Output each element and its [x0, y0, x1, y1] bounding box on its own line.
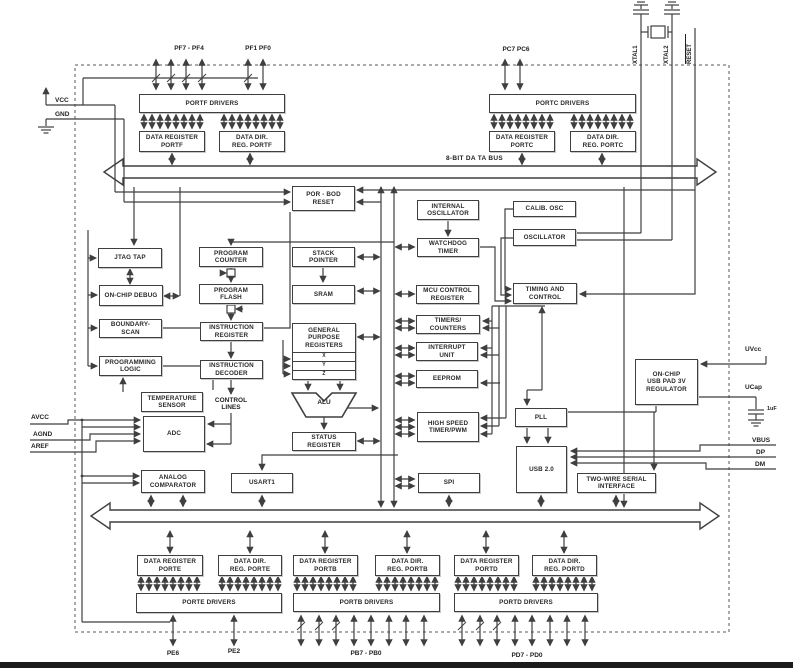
por-bod-reset-block: POR - BOD RESET: [292, 186, 355, 211]
pll-block: PLL: [515, 408, 567, 427]
pin-label-gnd: GND: [55, 111, 70, 118]
data-bus-bottom: [89, 501, 721, 531]
program-counter-block: PROGRAM COUNTER: [199, 247, 263, 267]
data-bus-top: [102, 157, 718, 187]
pin-label-dp: DP: [756, 449, 766, 456]
data-register-porte-block: DATA REGISTER PORTE: [137, 555, 203, 576]
core-wiring: [151, 238, 398, 507]
eeprom-block: EEPROM: [416, 370, 478, 388]
pin-label-pf1-pf0: PF1 PF0: [245, 45, 271, 52]
data-register-portc-block: DATA REGISTER PORTC: [489, 131, 555, 152]
usb-wiring: [569, 356, 776, 470]
interrupt-unit-block: INTERRUPT UNIT: [416, 342, 478, 361]
porte-drivers-block: PORTE DRIVERS: [136, 593, 282, 613]
program-flash-block: PROGRAM FLASH: [199, 284, 263, 304]
alu-label: ALU: [317, 399, 331, 406]
data-dir-portf-block: DATA DIR. REG. PORTF: [219, 131, 285, 152]
timers-counters-block: TIMERS/ COUNTERS: [416, 315, 480, 334]
spi-block: SPI: [418, 473, 480, 493]
portc-drivers-block: PORTC DRIVERS: [489, 94, 636, 113]
pin-label-avcc: AVCC: [31, 414, 49, 421]
pin-label-pb7-pb0: PB7 - PB0: [350, 650, 382, 657]
port-wiring-top: [82, 60, 630, 165]
internal-oscillator-block: INTERNAL OSCILLATOR: [417, 200, 479, 220]
peripheral-wiring: [114, 105, 695, 507]
usart1-block: USART1: [231, 473, 293, 493]
data-register-portf-block: DATA REGISTER PORTF: [139, 131, 205, 152]
data-dir-portb-block: DATA DIR. REG. PORTB: [375, 555, 440, 576]
oscillator-block: OSCILLATOR: [513, 229, 576, 246]
pin-label-uvcc: UVcc: [745, 346, 762, 353]
data-dir-portd-block: DATA DIR. REG. PORTD: [532, 555, 597, 576]
calib-osc-block: CALIB. OSC: [513, 201, 576, 217]
pin-label-vbus: VBUS: [752, 437, 771, 444]
pin-label-reset: RESET: [685, 34, 695, 64]
clock-wiring: [576, 1, 696, 298]
pin-label-agnd: AGND: [33, 431, 53, 438]
gpr-x-row: X: [293, 352, 355, 361]
high-speed-timer-block: HIGH SPEED TIMER/PWM: [417, 412, 479, 442]
general-purpose-registers-block: GENERAL PURPOSE REGISTERS X Y Z: [292, 323, 356, 380]
gpr-z-row: Z: [293, 370, 355, 379]
boundary-scan-block: BOUNDARY- SCAN: [99, 319, 162, 338]
jtag-tap-block: JTAG TAP: [98, 248, 162, 268]
power-wiring: [30, 86, 170, 623]
stack-pointer-block: STACK POINTER: [292, 247, 355, 267]
gpr-title: GENERAL PURPOSE REGISTERS: [305, 326, 343, 349]
adc-block: ADC: [143, 416, 205, 452]
status-register-block: STATUS REGISTER: [292, 432, 356, 451]
pin-label-vcc: VCC: [55, 97, 69, 104]
instruction-register-block: INSTRUCTION REGISTER: [200, 322, 263, 341]
instruction-decoder-block: INSTRUCTION DECODER: [200, 360, 263, 379]
control-lines-label: CONTROL LINES: [214, 397, 248, 412]
data-dir-porte-block: DATA DIR. REG. PORTE: [218, 555, 282, 576]
analog-comparator-block: ANALOG COMPARATOR: [141, 470, 205, 493]
pin-label-pf7-pf4: PF7 - PF4: [174, 45, 204, 52]
portd-drivers-block: PORTD DRIVERS: [454, 593, 598, 612]
pin-label-xtal2: XTAL2: [664, 45, 670, 64]
two-wire-interface-block: TWO-WIRE SERIAL INTERFACE: [577, 473, 656, 493]
data-register-portb-block: DATA REGISTER PORTB: [293, 555, 358, 576]
pin-label-dm: DM: [755, 461, 766, 468]
data-register-portd-block: DATA REGISTER PORTD: [454, 555, 519, 576]
gpr-y-row: Y: [293, 361, 355, 370]
pin-label-xtal1: XTAL1: [633, 45, 639, 64]
sram-block: SRAM: [292, 285, 355, 304]
portb-drivers-block: PORTB DRIVERS: [293, 593, 440, 612]
usb-block: USB 2.0: [516, 446, 567, 493]
portf-drivers-block: PORTF DRIVERS: [139, 94, 285, 113]
temperature-sensor-block: TEMPERATURE SENSOR: [141, 392, 203, 412]
usb-regulator-block: ON-CHIP USB PAD 3V REGULATOR: [635, 359, 698, 405]
pin-label-pd7-pd0: PD7 - PD0: [511, 652, 543, 659]
mcu-control-register-block: MCU CONTROL REGISTER: [416, 285, 479, 304]
pin-label-pe6: PE6: [166, 650, 180, 657]
page-edge-bar: [0, 662, 793, 668]
watchdog-timer-block: WATCHDOG TIMER: [417, 238, 479, 257]
chip-boundary: [74, 64, 730, 633]
pin-label-aref: AREF: [31, 443, 49, 450]
data-dir-portc-block: DATA DIR. REG. PORTC: [570, 131, 636, 152]
on-chip-debug-block: ON-CHIP DEBUG: [99, 285, 163, 306]
capacitor-value-label: 1uF: [767, 406, 777, 412]
timing-and-control-block: TIMING AND CONTROL: [513, 283, 577, 304]
pin-label-ucap: UCap: [745, 384, 762, 391]
programming-logic-block: PROGRAMMING LOGIC: [99, 356, 162, 376]
pin-label-pe2: PE2: [227, 648, 241, 655]
data-bus-label: 8-BIT DA TA BUS: [446, 155, 503, 162]
pin-label-pc7-pc6: PC7 PC6: [502, 46, 530, 53]
alu-shape: [290, 392, 358, 418]
port-wiring-bottom: [141, 531, 592, 646]
